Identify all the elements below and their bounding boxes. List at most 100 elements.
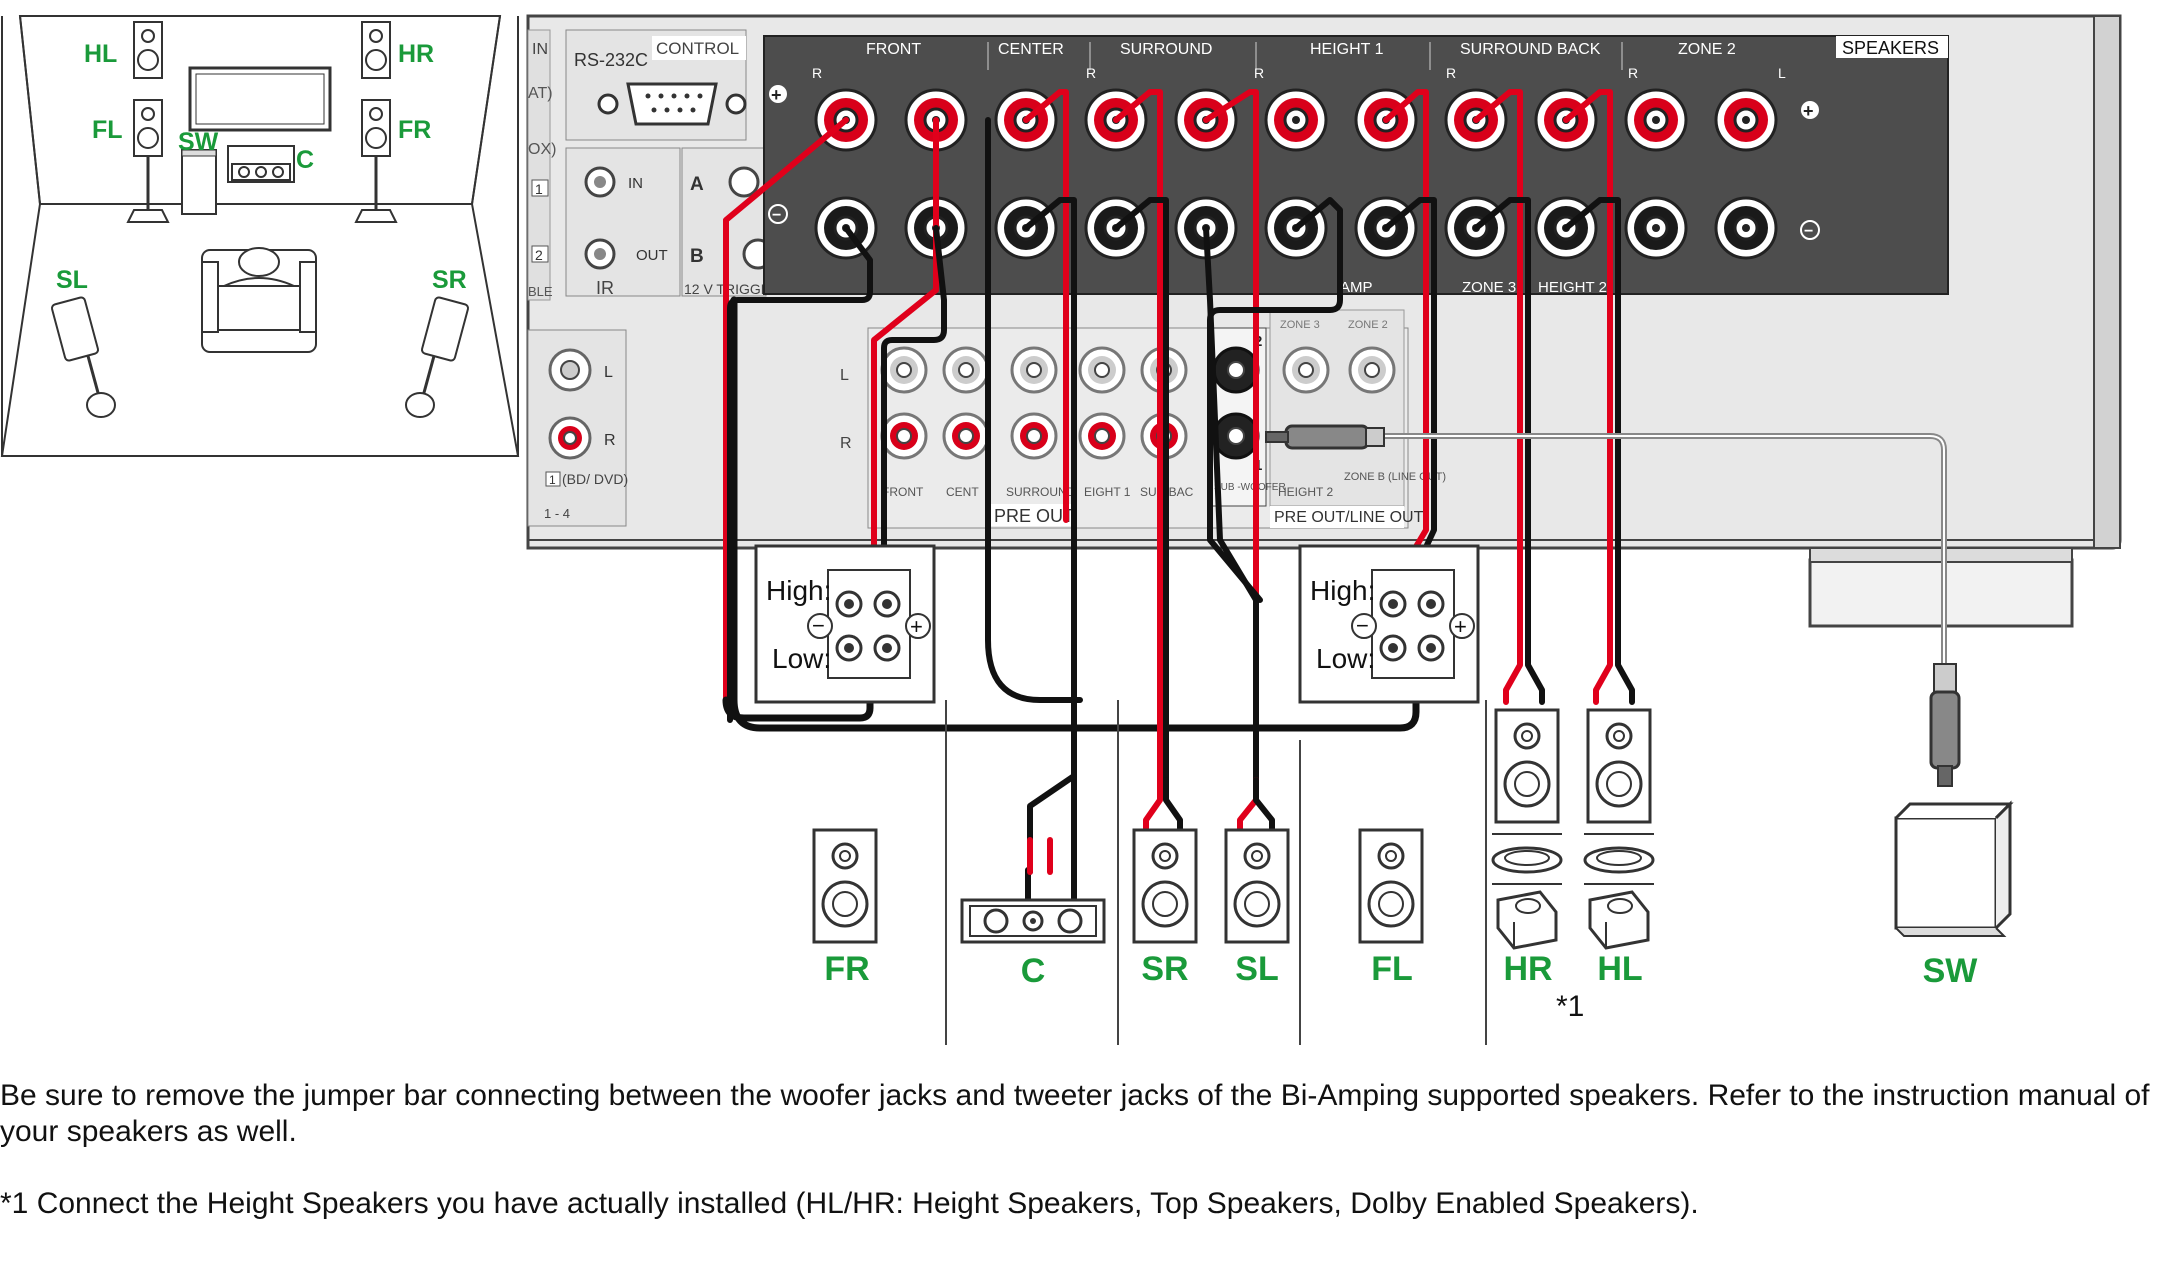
preout-lineout-title: PRE OUT/LINE OUT: [1274, 509, 1424, 526]
room-hl-speaker-icon: [133, 21, 163, 79]
sofa-listener-icon: [201, 247, 317, 353]
room-layout: HL HR FL FR SW C SL SR: [0, 15, 520, 457]
svg-text:−: −: [1356, 613, 1369, 638]
sub-rca-plug-receiver: [1265, 424, 1385, 450]
biamp-fl-low-label: Low:: [1316, 643, 1375, 674]
lower-label-height2: HEIGHT 2: [1538, 279, 1607, 296]
room-label-fr: FR: [398, 116, 431, 144]
room-hr-speaker-icon: [361, 21, 391, 79]
preout-jack-subwoofer-2[interactable]: [1212, 346, 1260, 394]
trigger-a-jack[interactable]: [728, 166, 760, 198]
speaker-sr-icon: [1132, 828, 1198, 944]
front-r-label: R: [812, 65, 822, 81]
ir-in-label: IN: [628, 175, 643, 192]
speaker-c-icon: [960, 898, 1106, 944]
terminal-zone2-l-plus[interactable]: [1714, 88, 1778, 152]
svg-text:+: +: [771, 85, 782, 105]
room-fl-speaker-icon: [126, 99, 170, 223]
receiver-rear-panel: IN AT) OX) 1 2 BLE RS-232C CONTROL IN: [526, 14, 2122, 628]
input-jack-l[interactable]: [548, 348, 592, 392]
input-l-label: L: [604, 364, 613, 381]
minus-marker-left: −: [768, 204, 788, 224]
biamp-box-fr: High: Low: − +: [754, 544, 936, 704]
speaker-label-fl: FL: [1371, 950, 1413, 988]
lower-label-zone3: ZONE 3: [1462, 279, 1516, 296]
svg-text:+: +: [1803, 101, 1814, 121]
plus-marker-right: +: [1801, 101, 1819, 121]
ir-label: IR: [596, 278, 614, 298]
speaker-wires: [722, 89, 1947, 933]
preout-jack-height1-l[interactable]: [1078, 346, 1126, 394]
terminal-zone2-r-plus[interactable]: [1624, 88, 1688, 152]
terminal-zone2-l-minus[interactable]: [1714, 196, 1778, 260]
room-fr-speaker-icon: [354, 99, 398, 223]
speaker-hl-icon: [1583, 708, 1655, 950]
preout-label-subwoofer: SUB -WOOFER: [1214, 482, 1286, 493]
svg-text:−: −: [812, 613, 825, 638]
height-speakers-footnote: *1 Connect the Height Speakers you have …: [0, 1187, 1699, 1220]
speaker-label-sl: SL: [1235, 950, 1278, 988]
speaker-hr-icon: [1491, 708, 1563, 950]
preout-title: PRE OUT: [994, 506, 1074, 526]
surround-r-label: R: [1086, 65, 1096, 81]
side-fragment-at: AT): [528, 85, 553, 102]
room-center-speaker-icon: [227, 145, 295, 183]
preout-r-label: R: [840, 435, 852, 452]
room-label-c: C: [296, 146, 314, 174]
footnote-marker: *1: [1556, 990, 1584, 1023]
preout-label-surround: SURROUND: [1006, 485, 1076, 499]
trigger-a-label: A: [690, 174, 704, 195]
preout-jack-surround-l[interactable]: [1010, 346, 1058, 394]
room-label-hl: HL: [84, 40, 117, 68]
preout-label-center: CENT: [946, 485, 979, 499]
zone2-r-label: R: [1628, 65, 1638, 81]
preout-l-label: L: [840, 367, 849, 384]
room-label-sw: SW: [178, 128, 219, 156]
svg-text:−: −: [772, 207, 781, 224]
zone3-label: ZONE 3: [1280, 319, 1320, 331]
sub-rca-plug-speaker: [1929, 663, 1961, 787]
speakers-label: SPEAKERS: [1842, 38, 1939, 58]
side-number-2: 2: [535, 247, 543, 263]
rs232c-port[interactable]: [597, 82, 747, 126]
room-label-sr: SR: [432, 266, 467, 294]
speaker-label-fr: FR: [824, 950, 869, 988]
svg-text:+: +: [910, 614, 923, 639]
biamp-fl-high-label: High:: [1310, 575, 1375, 606]
room-label-fl: FL: [92, 116, 123, 144]
speaker-fl-icon: [1358, 828, 1424, 944]
speaker-label-hr: HR: [1503, 950, 1552, 988]
ir-in-jack[interactable]: [584, 166, 616, 198]
group-label-surround: SURROUND: [1120, 41, 1212, 58]
side-fragment-ox: OX): [528, 141, 556, 158]
room-label-sl: SL: [56, 266, 88, 294]
speaker-label-sr: SR: [1141, 950, 1188, 988]
group-label-front: FRONT: [866, 41, 921, 58]
bd-dvd-num: 1: [549, 473, 556, 487]
speaker-label-c: C: [1021, 952, 1046, 990]
room-sr-speaker-icon: [405, 296, 470, 418]
preout-jack-surround-r[interactable]: [1010, 412, 1058, 460]
biamp-box-fl: High: Low: − +: [1298, 544, 1480, 704]
ir-out-label: OUT: [636, 247, 668, 264]
height1-r-label: R: [1254, 65, 1264, 81]
room-sw-speaker-icon: [181, 149, 217, 215]
speaker-label-sw: SW: [1923, 952, 1979, 990]
ir-out-jack[interactable]: [584, 238, 616, 270]
preout-jack-height1-r[interactable]: [1078, 412, 1126, 460]
preout-jack-zone3-l[interactable]: [1282, 346, 1330, 394]
plus-marker-left: +: [769, 85, 787, 105]
terminal-row-plus: [814, 88, 1778, 152]
group-label-center: CENTER: [998, 41, 1064, 58]
preout-jack-zone2-l[interactable]: [1348, 346, 1396, 394]
preout-jack-center-r[interactable]: [942, 412, 990, 460]
terminal-height1-r-plus[interactable]: [1264, 88, 1328, 152]
preout-jack-front-r[interactable]: [880, 412, 928, 460]
preout-jack-center-l[interactable]: [942, 346, 990, 394]
terminal-zone2-r-minus[interactable]: [1624, 196, 1688, 260]
input-jack-r[interactable]: [548, 416, 592, 460]
range-label: 1 - 4: [544, 506, 570, 521]
speaker-sl-icon: [1224, 828, 1290, 944]
preout-jack-subwoofer-1[interactable]: [1212, 412, 1260, 460]
preout-jack-front-l[interactable]: [880, 346, 928, 394]
